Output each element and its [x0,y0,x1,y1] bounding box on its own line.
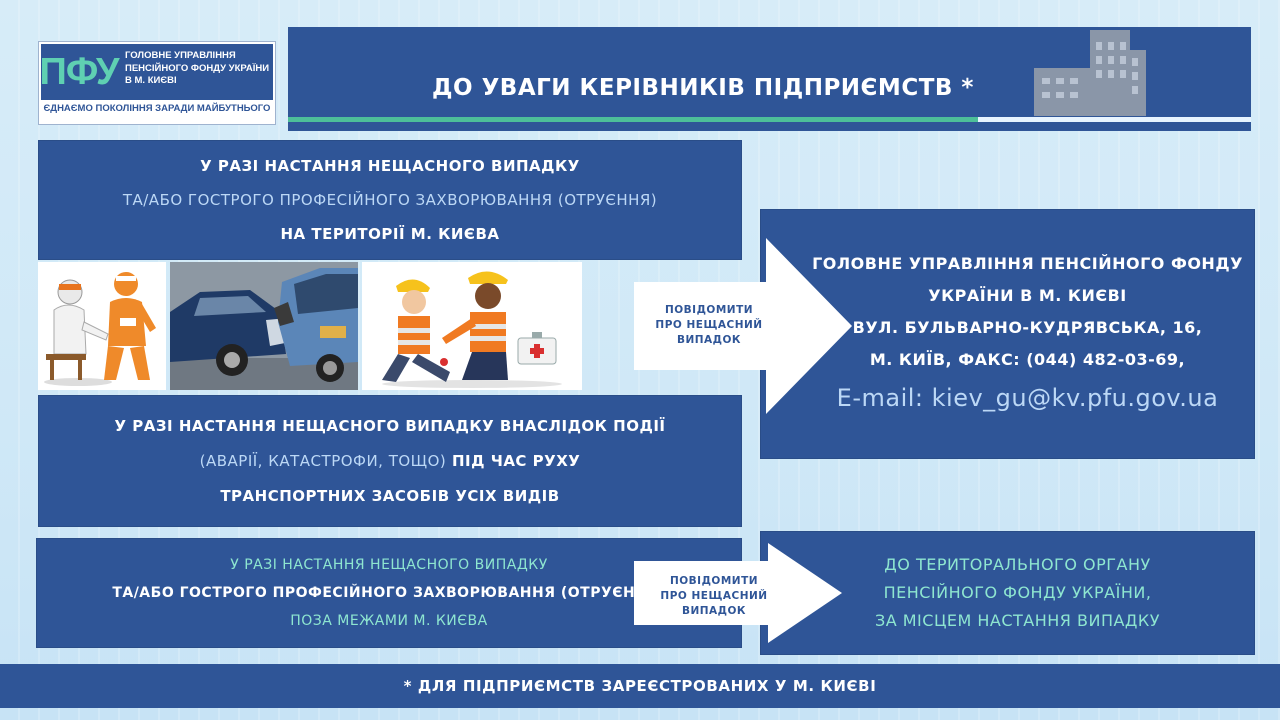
case-outside-kyiv-panel: У РАЗІ НАСТАННЯ НЕЩАСНОГО ВИПАДКУ ТА/АБО… [36,538,742,648]
logo-name-line: В М. КИЄВІ [125,75,177,86]
arrow2-line2: ПРО НЕЩАСНИЙ ВИПАДОК [660,590,768,617]
territorial-office-panel: ДО ТЕРИТОРАЛЬНОГО ОРГАНУ ПЕНСІЙНОГО ФОНД… [760,531,1255,655]
case-kyiv-accident-panel: У РАЗІ НАСТАННЯ НЕЩАСНОГО ВИПАДКУ ТА/АБО… [38,140,742,260]
dest2-line2: ПЕНСІЙНОГО ФОНДУ УКРАЇНИ, [883,583,1152,602]
logo-name-line: ГОЛОВНЕ УПРАВЛІННЯ [125,50,236,61]
case2-line2-rest: ПІД ЧАС РУХУ [451,452,581,470]
case1-line2: ТА/АБО ГОСТРОГО ПРОФЕСІЙНОГО ЗАХВОРЮВАНН… [122,191,658,209]
dest1-address: ВУЛ. БУЛЬВАРНО-КУДРЯВСЬКА, 16, [852,318,1203,337]
logo-name-line: ПЕНСІЙНОГО ФОНДУ УКРАЇНИ [125,62,270,74]
dest1-email[interactable]: E-mail: kiev_gu@kv.pfu.gov.ua [836,384,1219,412]
logo-mark: ПФУ [39,50,120,93]
dest1-line1: ГОЛОВНЕ УПРАВЛІННЯ ПЕНСІЙНОГО ФОНДУ [812,254,1243,273]
car-crash-photo [170,262,358,390]
title-accent-line-light [978,117,1251,122]
report-arrow-1 [634,238,852,414]
title-bottom-bar [288,122,1251,131]
case1-line1: У РАЗІ НАСТАННЯ НЕЩАСНОГО ВИПАДКУ [200,157,580,175]
first-aid-workers-illustration [362,262,582,390]
case2-line2-parenthetical: (АВАРІЇ, КАТАСТРОФИ, ТОЩО) [199,452,447,470]
arrow1-line1: ПОВІДОМИТИ [664,304,754,316]
logo-organization-name: ГОЛОВНЕ УПРАВЛІННЯ ПЕНСІЙНОГО ФОНДУ УКРА… [125,50,275,88]
office-building-icon [1034,30,1146,116]
logo-header: ПФУ ГОЛОВНЕ УПРАВЛІННЯ ПЕНСІЙНОГО ФОНДУ … [39,44,275,100]
case-transport-accident-panel: У РАЗІ НАСТАННЯ НЕЩАСНОГО ВИПАДКУ ВНАСЛІ… [38,395,742,527]
case3-line2: ТА/АБО ГОСТРОГО ПРОФЕСІЙНОГО ЗАХВОРЮВАНН… [112,585,666,601]
dest2-line3: ЗА МІСЦЕМ НАСТАННЯ ВИПАДКУ [874,611,1161,630]
dest1-fax: М. КИЇВ, ФАКС: (044) 482-03-69, [869,350,1186,369]
case3-line3: ПОЗА МЕЖАМИ М. КИЄВА [290,613,488,629]
title-accent-line [288,117,978,122]
page-title: ДО УВАГИ КЕРІВНИКІВ ПІДПРИЄМСТВ * [432,75,974,101]
footnote-text: * ДЛЯ ПІДПРИЄМСТВ ЗАРЕЄСТРОВАНИХ У М. КИ… [403,677,877,695]
arrow1-line2: ПРО НЕЩАСНИЙ ВИПАДОК [655,319,763,346]
case2-line2: (АВАРІЇ, КАТАСТРОФИ, ТОЩО) ПІД ЧАС РУХУ [200,445,581,477]
injured-worker-illustration [38,262,166,390]
report-arrow-2-label: ПОВІДОМИТИ ПРО НЕЩАСНИЙ ВИПАДОК [636,574,792,619]
case2-line3: ТРАНСПОРТНИХ ЗАСОБІВ УСІХ ВИДІВ [220,487,560,505]
case2-line1: У РАЗІ НАСТАННЯ НЕЩАСНОГО ВИПАДКУ ВНАСЛІ… [114,417,666,435]
case1-line3: НА ТЕРИТОРІЇ М. КИЄВА [280,225,500,243]
case3-line1: У РАЗІ НАСТАННЯ НЕЩАСНОГО ВИПАДКУ [230,557,548,573]
logo-motto: ЄДНАЄМО ПОКОЛІННЯ ЗАРАДИ МАЙБУТНЬОГО [43,103,271,114]
footnote-bar: * ДЛЯ ПІДПРИЄМСТВ ЗАРЕЄСТРОВАНИХ У М. КИ… [0,664,1280,708]
report-arrow-1-label: ПОВІДОМИТИ ПРО НЕЩАСНИЙ ВИПАДОК [634,303,784,348]
arrow2-line1: ПОВІДОМИТИ [669,575,759,587]
dest2-line1: ДО ТЕРИТОРАЛЬНОГО ОРГАНУ [884,555,1151,574]
dest1-line2: УКРАЇНИ В М. КИЄВІ [928,286,1127,305]
pfu-logo: ПФУ ГОЛОВНЕ УПРАВЛІННЯ ПЕНСІЙНОГО ФОНДУ … [38,41,276,125]
report-arrow-2 [634,543,842,643]
